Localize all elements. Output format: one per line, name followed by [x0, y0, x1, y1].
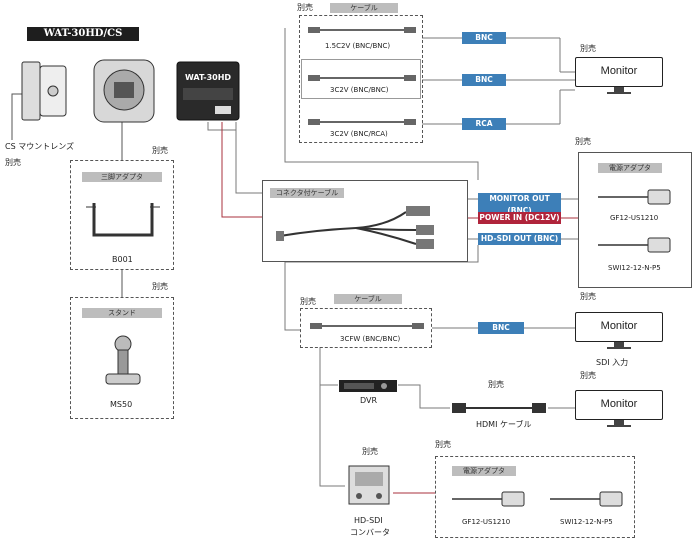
camera-front-image — [92, 58, 156, 124]
cable-1-tag: BNC — [462, 32, 506, 44]
monitor-3-sold-separately: 別売 — [580, 371, 596, 380]
hdsdi-out-label: HD-SDI OUT (BNC) — [478, 233, 561, 245]
power-adapter-2-item2-image — [548, 490, 628, 508]
stand-box — [70, 297, 174, 419]
power-adapter-2-item2: SWI12-12-N-P5 — [560, 518, 613, 526]
monitor-2-sold-separately: 別売 — [580, 292, 596, 301]
power-adapter-1-item2-image — [596, 236, 676, 254]
power-adapter-1-item1-image — [596, 188, 676, 206]
cable-1-name: 1.5C2V (BNC/BNC) — [325, 42, 391, 50]
monitor-3-label: Monitor — [600, 398, 638, 410]
power-in-label: POWER IN (DC12V) — [478, 212, 561, 224]
cable-2-image — [306, 70, 418, 89]
connector-cable-header: コネクタ付ケーブル — [270, 188, 344, 198]
power-adapter-1-header: 電源アダプタ — [598, 163, 662, 173]
converter-image — [345, 462, 393, 508]
cable-2-name: 3C2V (BNC/BNC) — [330, 86, 389, 94]
sdi-cable-tag: BNC — [478, 322, 524, 334]
stand-header: スタンド — [82, 308, 162, 318]
top-cables-sold-separately: 別売 — [297, 3, 313, 12]
sdi-cable-box — [300, 308, 432, 348]
cable-2-tag: BNC — [462, 74, 506, 86]
sdi-cable-image — [308, 318, 426, 337]
connector-cable-image — [276, 200, 442, 250]
bracket-box — [70, 160, 174, 270]
camera-back-image: WAT-30HD — [175, 60, 241, 122]
monitor-1: Monitor — [575, 57, 663, 97]
power-adapter-1-sold-separately: 別売 — [575, 137, 591, 146]
cable-2-frame — [301, 59, 421, 99]
cs-lens-sold-separately: 別売 — [5, 158, 21, 167]
monitor-2-label: Monitor — [600, 320, 638, 332]
stand-image — [100, 330, 146, 390]
connector-cable-box — [262, 180, 468, 262]
converter-sold-separately: 別売 — [362, 447, 378, 456]
cable-1-image — [306, 22, 418, 41]
cs-lens-image — [20, 60, 70, 122]
power-adapter-2-item1: GF12-US1210 — [462, 518, 511, 526]
cs-lens-label: CS マウントレンズ — [5, 142, 75, 151]
bracket-sold-separately: 別売 — [152, 146, 168, 155]
hdmi-cable-image — [450, 400, 548, 416]
power-adapter-2-box — [435, 456, 635, 538]
monitor-1-label: Monitor — [600, 65, 638, 77]
dvr-label: DVR — [360, 396, 378, 405]
sdi-cable-sold-separately: 別売 — [300, 297, 316, 306]
hdmi-sold-separately: 別売 — [488, 380, 504, 389]
sdi-cable-header: ケーブル — [334, 294, 402, 304]
power-adapter-1-item2: SWI12-12-N-P5 — [608, 264, 661, 272]
monitor-1-sold-separately: 別売 — [580, 44, 596, 53]
power-adapter-2-sold-separately: 別売 — [435, 440, 451, 449]
dvr-image — [338, 378, 398, 392]
bracket-header: 三脚アダプタ — [82, 172, 162, 182]
hdmi-cable-label: HDMI ケーブル — [476, 420, 532, 429]
stand-sold-separately: 別売 — [152, 282, 168, 291]
svg-text:WAT-30HD: WAT-30HD — [185, 73, 231, 82]
monitor-2: Monitor — [575, 312, 663, 352]
power-adapter-1-item1: GF12-US1210 — [610, 214, 659, 222]
bracket-name: B001 — [112, 255, 133, 264]
monitor-3: Monitor — [575, 390, 663, 430]
cable-3-tag: RCA — [462, 118, 506, 130]
cable-3-image — [306, 114, 418, 133]
top-cables-box — [299, 15, 423, 143]
sdi-input-label: SDI 入力 — [596, 358, 629, 367]
power-adapter-2-item1-image — [450, 490, 530, 508]
power-adapter-1-box — [578, 152, 692, 288]
cable-3-name: 3C2V (BNC/RCA) — [330, 130, 388, 138]
sdi-cable-name: 3CFW (BNC/BNC) — [340, 335, 401, 343]
bracket-image — [84, 195, 162, 245]
model-title: WAT-30HD/CS — [27, 27, 139, 41]
stand-name: MS50 — [110, 400, 133, 409]
converter-line2: コンバータ — [350, 528, 390, 537]
top-cables-header: ケーブル — [330, 3, 398, 13]
power-adapter-2-header: 電源アダプタ — [452, 466, 516, 476]
converter-line1: HD-SDI — [354, 516, 383, 525]
